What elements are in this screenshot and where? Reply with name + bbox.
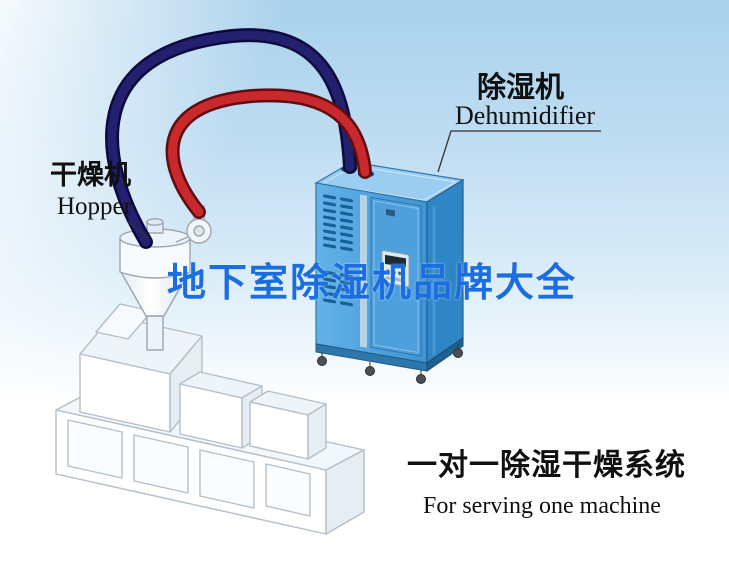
hopper-label-zh: 干燥机 (50, 160, 131, 191)
dehumidifier-illustration (314, 161, 465, 384)
control-panel (381, 250, 410, 288)
dehumidifier-leader-line (437, 130, 601, 173)
hopper-illustration (119, 218, 191, 351)
extruder-machine (55, 303, 365, 535)
dehumidifier-label-en: Dehumidifier (455, 101, 596, 130)
vent-slats (323, 194, 353, 307)
pipe-red (165, 88, 372, 219)
hopper-leader-line (126, 220, 150, 239)
hopper-label-en: Hopper (57, 193, 132, 220)
caption-line2-en: For serving one machine (423, 493, 661, 519)
dehumidifier-label-zh: 除湿机 (477, 70, 565, 104)
caption-line1-zh: 一对一除湿干燥系统 (407, 448, 686, 483)
pipe-navy (105, 28, 357, 249)
watermark-title: 地下室除湿机品牌大全 (166, 261, 578, 306)
leader-lines (126, 130, 601, 239)
casters (317, 344, 463, 384)
